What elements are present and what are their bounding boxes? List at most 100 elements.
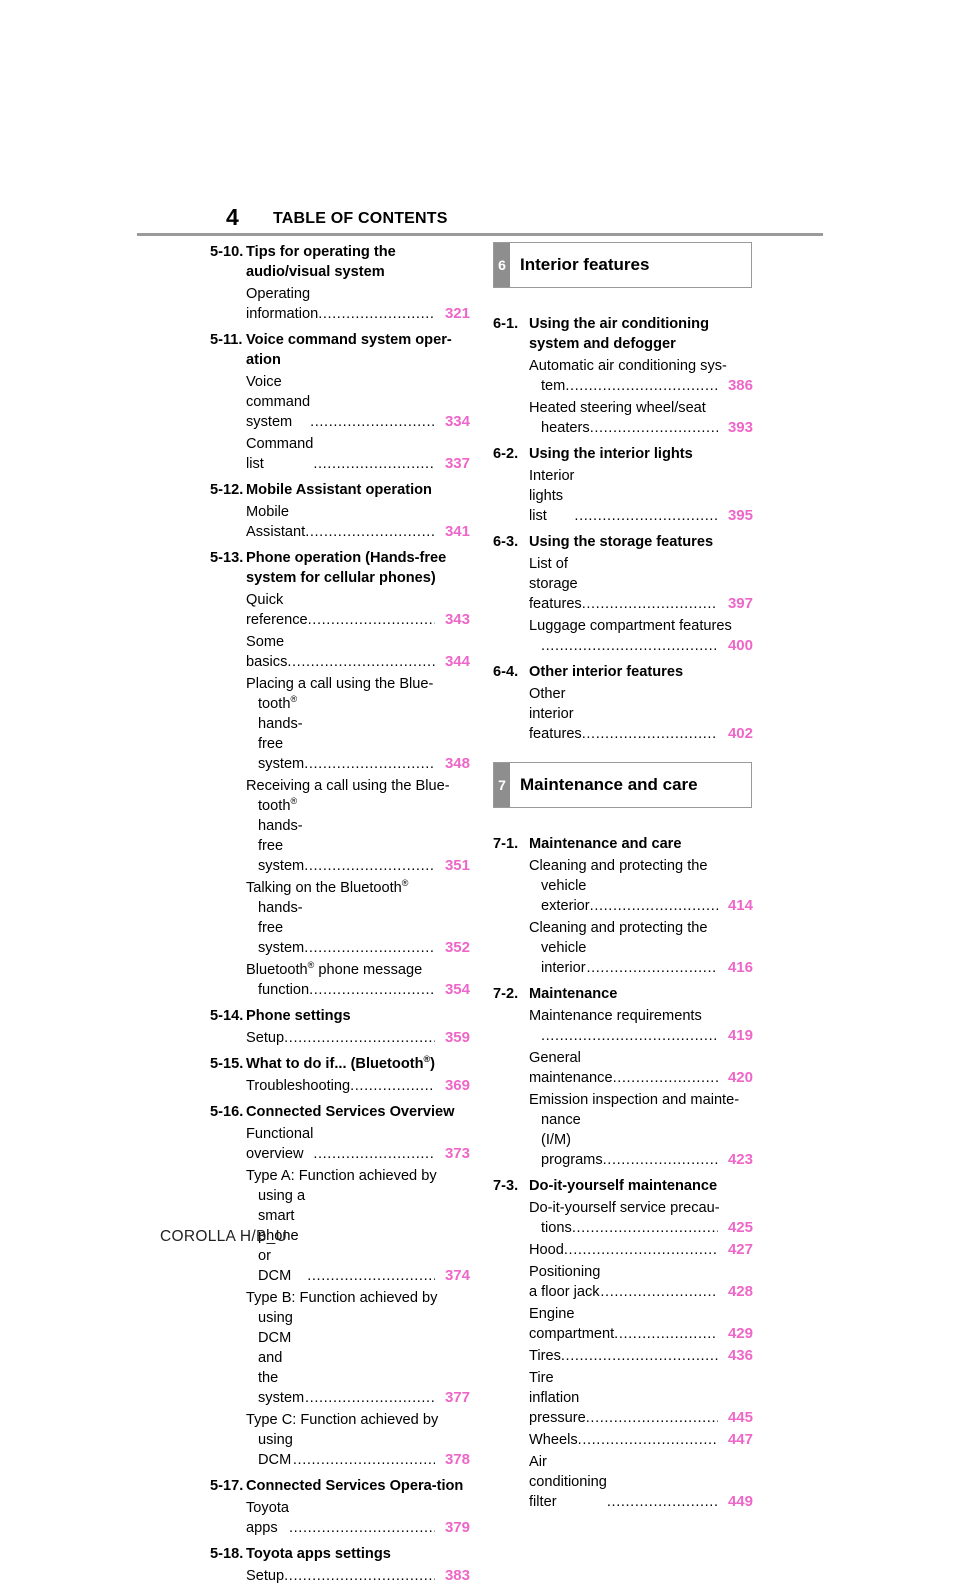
toc-entry[interactable]: Wheels447 xyxy=(529,1430,753,1450)
page-link[interactable]: 414 xyxy=(727,897,753,914)
entry-label-line2: tem xyxy=(541,378,566,394)
toc-left-column: 5-10.Tips for operating the audio/visual… xyxy=(210,242,470,1586)
page-link[interactable]: 447 xyxy=(727,1431,753,1448)
page-link[interactable]: 397 xyxy=(727,595,753,612)
page-link[interactable]: 445 xyxy=(727,1409,753,1426)
toc-entry[interactable]: Air conditioning filter449 xyxy=(529,1452,753,1512)
toc-entry[interactable]: Receiving a call using the Blue-tooth® h… xyxy=(246,776,470,876)
toc-entry[interactable]: Quick reference343 xyxy=(246,590,470,630)
page-link[interactable]: 378 xyxy=(444,1451,470,1468)
entry-label: Troubleshooting xyxy=(246,1078,351,1094)
toc-entry[interactable]: Toyota apps379 xyxy=(246,1498,470,1538)
header-divider xyxy=(137,233,823,236)
entry-label: Other interior features xyxy=(529,686,582,742)
page-link[interactable]: 343 xyxy=(444,611,470,628)
page-link[interactable]: 377 xyxy=(444,1389,470,1406)
toc-entry[interactable]: Command list337 xyxy=(246,434,470,474)
page-link[interactable]: 373 xyxy=(444,1145,470,1162)
page-link[interactable]: 374 xyxy=(444,1267,470,1284)
page-link[interactable]: 386 xyxy=(727,377,753,394)
chapter-6-tab[interactable]: 6 Interior features xyxy=(493,242,752,288)
page-link[interactable]: 429 xyxy=(727,1325,753,1342)
dot-leader xyxy=(561,1346,718,1366)
page-link[interactable]: 348 xyxy=(444,755,470,772)
page-title: TABLE OF CONTENTS xyxy=(273,210,448,227)
toc-entry[interactable]: Bluetooth® phone messagefunction354 xyxy=(246,960,470,1000)
page-link[interactable]: 428 xyxy=(727,1283,753,1300)
toc-entry[interactable]: Positioning a floor jack428 xyxy=(529,1262,753,1302)
page-link[interactable]: 334 xyxy=(444,413,470,430)
page-link[interactable]: 420 xyxy=(727,1069,753,1086)
section-number: 5-15. xyxy=(210,1056,244,1072)
toc-entry[interactable]: Troubleshooting 369 xyxy=(246,1076,470,1096)
entry-label-line2: using DCM xyxy=(258,1432,293,1468)
chapter-7-tab[interactable]: 7 Maintenance and care xyxy=(493,762,752,808)
section-title: Voice command system oper-ation xyxy=(246,332,452,368)
page-link[interactable]: 337 xyxy=(444,455,470,472)
entry-label: Placing a call using the Blue- xyxy=(246,676,434,692)
page-link[interactable]: 344 xyxy=(444,653,470,670)
toc-entry[interactable]: Some basics344 xyxy=(246,632,470,672)
toc-entry[interactable]: Tires436 xyxy=(529,1346,753,1366)
toc-entry[interactable]: Luggage compartment features400 xyxy=(529,616,753,656)
page-link[interactable]: 321 xyxy=(444,305,470,322)
toc-entry[interactable]: Tire inflation pressure445 xyxy=(529,1368,753,1428)
toc-entry[interactable]: General maintenance420 xyxy=(529,1048,753,1088)
page-link[interactable]: 427 xyxy=(727,1241,753,1258)
page-link[interactable]: 359 xyxy=(444,1029,470,1046)
toc-entry[interactable]: Mobile Assistant341 xyxy=(246,502,470,542)
toc-entry[interactable]: Cleaning and protecting the vehicle exter… xyxy=(529,856,753,916)
page-link[interactable]: 402 xyxy=(727,725,753,742)
section-number: 5-13. xyxy=(210,550,244,566)
page-link[interactable]: 352 xyxy=(444,939,470,956)
section-number: 5-14. xyxy=(210,1008,244,1024)
toc-entry[interactable]: Heated steering wheel/seatheaters393 xyxy=(529,398,753,438)
dot-leader xyxy=(565,376,718,396)
page-link[interactable]: 393 xyxy=(727,419,753,436)
toc-entry[interactable]: Interior lights list395 xyxy=(529,466,753,526)
toc-entry[interactable]: Voice command system 334 xyxy=(246,372,470,432)
page-link[interactable]: 351 xyxy=(444,857,470,874)
page-link[interactable]: 436 xyxy=(727,1347,753,1364)
toc-entry[interactable]: Do-it-yourself service precau-tions425 xyxy=(529,1198,753,1238)
toc-entry[interactable]: Operating information321 xyxy=(246,284,470,324)
toc-entry[interactable]: Placing a call using the Blue-tooth® han… xyxy=(246,674,470,774)
section-title: Phone settings xyxy=(246,1008,351,1024)
page-link[interactable]: 395 xyxy=(727,507,753,524)
entry-label: Emission inspection and mainte- xyxy=(529,1092,740,1108)
page-link[interactable]: 379 xyxy=(444,1519,470,1536)
dot-leader xyxy=(613,1068,718,1088)
toc-entry[interactable]: Maintenance requirements419 xyxy=(529,1006,753,1046)
toc-entry[interactable]: Automatic air conditioning sys-tem386 xyxy=(529,356,753,396)
page-link[interactable]: 423 xyxy=(727,1151,753,1168)
page-link[interactable]: 341 xyxy=(444,523,470,540)
page-link[interactable]: 419 xyxy=(727,1027,753,1044)
entry-label: Engine compartment xyxy=(529,1306,615,1342)
page-link[interactable]: 449 xyxy=(727,1493,753,1510)
toc-entry[interactable]: Engine compartment 429 xyxy=(529,1304,753,1344)
entry-label-continued: vehicle exterior414 xyxy=(529,876,753,916)
toc-entry[interactable]: Functional overview373 xyxy=(246,1124,470,1164)
page-link[interactable]: 383 xyxy=(444,1567,470,1584)
toc-entry[interactable]: List of storage features397 xyxy=(529,554,753,614)
page-link[interactable]: 354 xyxy=(444,981,470,998)
toc-entry[interactable]: Setup359 xyxy=(246,1028,470,1048)
section-title: Mobile Assistant operation xyxy=(246,482,432,498)
entry-label: Voice command system xyxy=(246,374,311,430)
toc-entry[interactable]: Emission inspection and mainte-nance (I/… xyxy=(529,1090,753,1170)
toc-entry[interactable]: Talking on the Bluetooth®hands-free syst… xyxy=(246,878,470,958)
page-link[interactable]: 416 xyxy=(727,959,753,976)
toc-entry[interactable]: Setup383 xyxy=(246,1566,470,1586)
toc-entry[interactable]: Hood427 xyxy=(529,1240,753,1260)
toc-entry[interactable]: Other interior features 402 xyxy=(529,684,753,744)
page-link[interactable]: 369 xyxy=(444,1077,470,1094)
entry-label-line2: using a smart phone or DCM xyxy=(258,1188,306,1284)
page-header: 4 TABLE OF CONTENTS xyxy=(137,204,823,234)
page-link[interactable]: 400 xyxy=(727,637,753,654)
entry-label: Cleaning and protecting the xyxy=(529,858,708,874)
page-link[interactable]: 425 xyxy=(727,1219,753,1236)
